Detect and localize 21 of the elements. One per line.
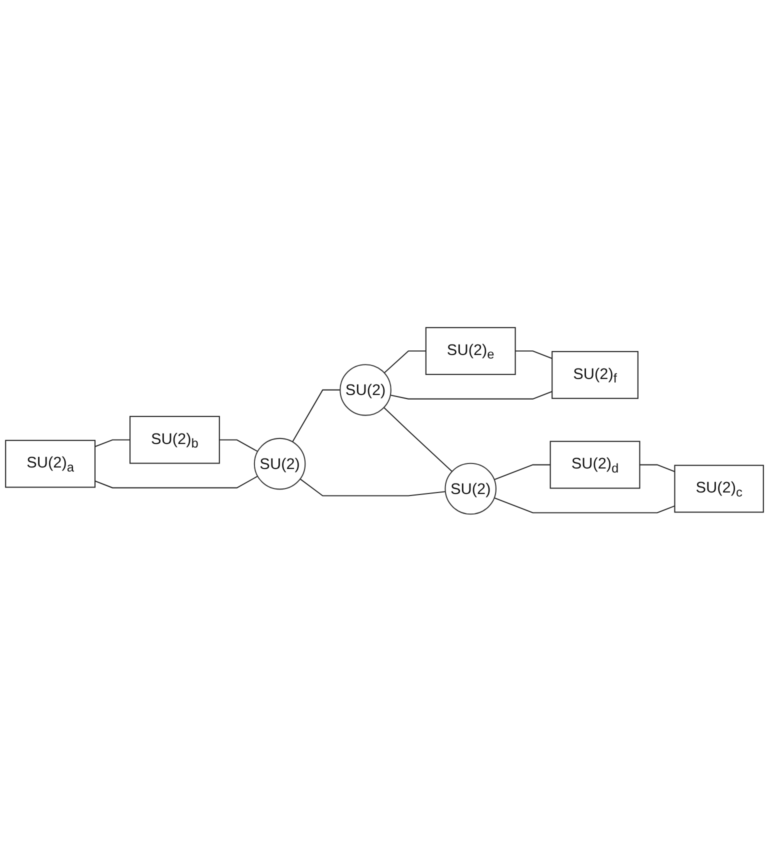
connector [515,350,552,360]
connector [384,350,426,374]
connector [292,390,340,442]
connector [384,407,452,472]
connector [494,498,675,514]
connector [94,439,130,448]
connector [640,464,675,472]
connector [94,476,258,488]
node-box: SU(2)$_{f}$ [552,351,638,400]
node-box: SU(2)$_{c}$ [674,464,764,513]
node-box: SU(2)$_{d}$ [550,440,640,489]
node-box: SU(2)$_{b}$ [129,416,220,464]
node-box: SU(2)$_{e}$ [425,327,516,376]
node-circle: SU(2) [340,364,392,416]
node-box: SU(2)$_{a}$ [5,440,96,488]
node-circle: SU(2) [254,438,306,490]
connector [300,478,446,496]
connector [494,464,550,480]
connector [219,439,258,452]
connector [390,391,552,400]
node-circle: SU(2) [444,463,496,515]
